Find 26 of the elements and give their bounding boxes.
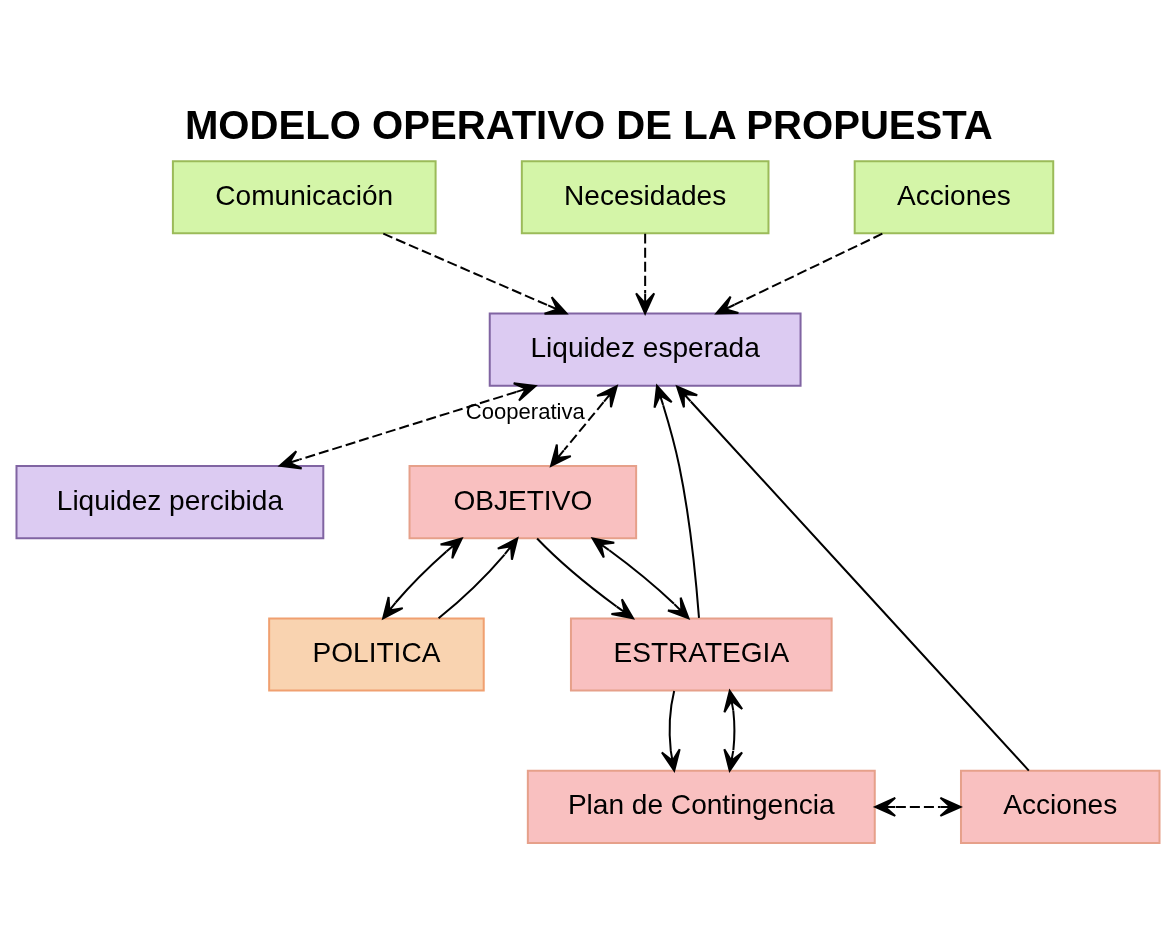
diagram-title: MODELO OPERATIVO DE LA PROPUESTA: [184, 102, 993, 147]
node-box: ESTRATEGIA: [569, 616, 833, 692]
arrow: [660, 690, 681, 772]
arrow: [635, 233, 656, 314]
node-box: POLITICA: [268, 616, 485, 692]
arrow: [715, 232, 883, 314]
arrow: [382, 537, 463, 619]
node-box: Liquidez percibida: [15, 464, 325, 539]
node-box: Acciones: [853, 159, 1055, 234]
arrow: [676, 385, 1030, 771]
arrow: [536, 537, 635, 619]
node-box: Acciones: [959, 769, 1161, 844]
arrow: [723, 689, 744, 772]
node-box: OBJETIVO: [408, 464, 638, 539]
node-box: Comunicación: [171, 159, 437, 234]
arrow: [382, 232, 568, 315]
arrow: [591, 537, 690, 619]
arrow: [278, 381, 537, 469]
arrow: [437, 537, 519, 619]
node-box: Liquidez esperada: [488, 312, 802, 387]
arrow: [653, 384, 700, 618]
node-box: Necesidades: [520, 159, 770, 234]
arrow: [550, 384, 618, 467]
node-box: Plan de Contingencia: [526, 769, 876, 844]
edge-label: Cooperativa: [465, 398, 585, 424]
arrow: [874, 796, 962, 817]
